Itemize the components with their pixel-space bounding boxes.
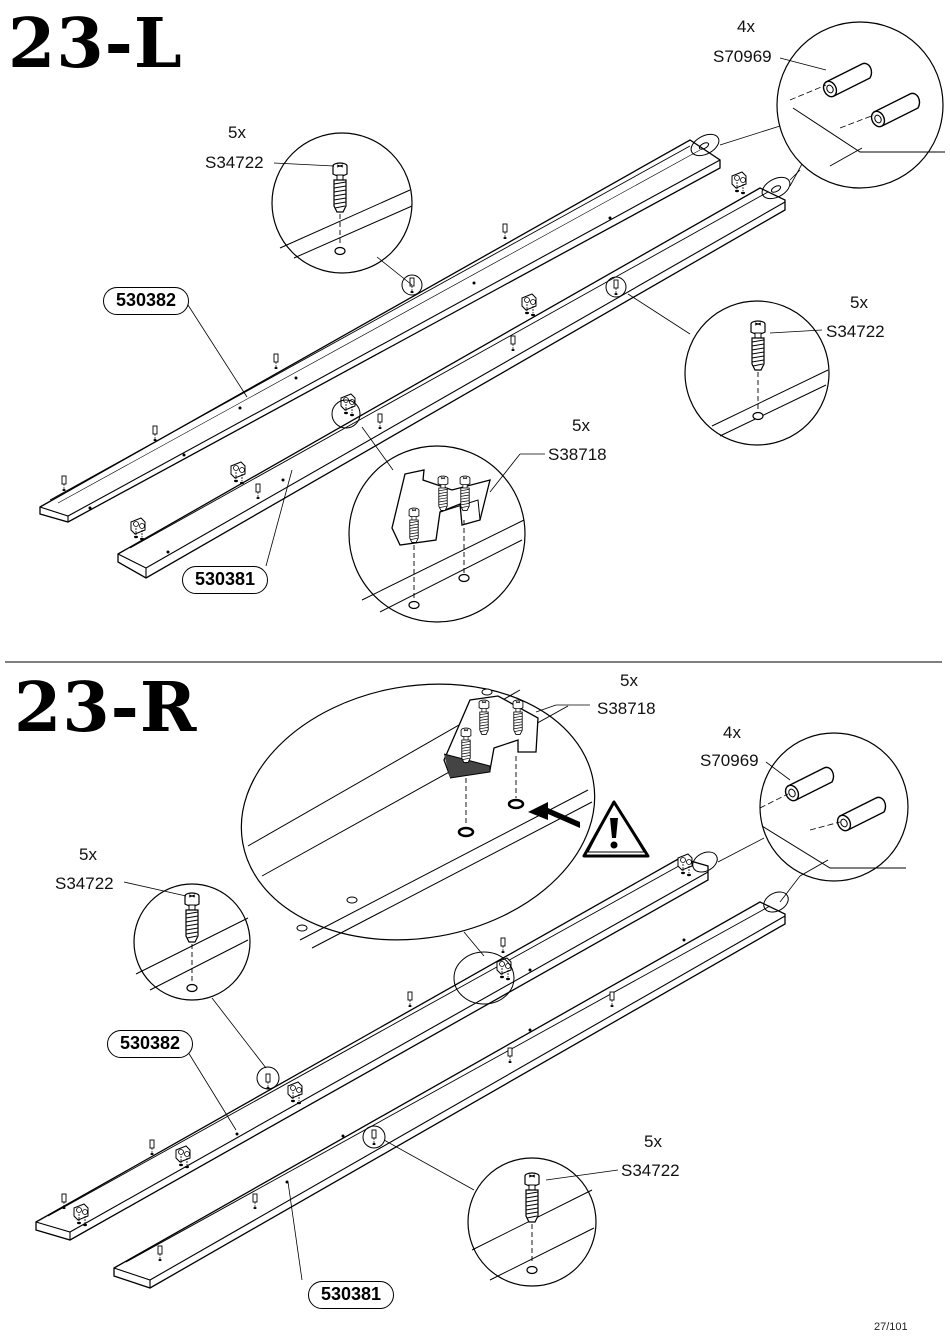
detail-cam-bolt-23L-top — [271, 132, 413, 286]
callout-code-cam-bolt-23L-top: S34722 — [205, 153, 264, 172]
part-badge-530382-23R: 530382 — [107, 1030, 194, 1058]
detail-cam-bolt-23R-right — [383, 1139, 619, 1287]
board-530382-23L — [39, 139, 721, 523]
callout-qty-cam-bolt-23R-left: 5x — [79, 845, 97, 864]
step-title-23-R: 23-R — [14, 668, 198, 748]
callout-qty-bracket-23L: 5x — [572, 416, 590, 435]
callout-qty-cam-bolt-23L-right: 5x — [850, 293, 868, 312]
callout-code-dowel-23L: S70969 — [713, 47, 772, 66]
page-number: 27/101 — [874, 1321, 908, 1333]
callout-qty-dowel-23R: 4x — [723, 723, 741, 742]
detail-dowel-23L — [719, 21, 945, 189]
callout-qty-cam-bolt-23L-top: 5x — [228, 123, 246, 142]
part-badge-530381-23R: 530381 — [308, 1281, 395, 1309]
board-530381-23R — [113, 901, 786, 1289]
callout-code-bracket-23R: S38718 — [597, 699, 656, 718]
warning-triangle-icon — [582, 800, 650, 858]
leader-530381-23L — [265, 469, 293, 567]
callout-qty-dowel-23L: 4x — [737, 17, 755, 36]
part-badge-530382-23L: 530382 — [103, 287, 190, 315]
callout-code-cam-bolt-23L-right: S34722 — [826, 322, 885, 341]
detail-bracket-23L — [348, 426, 545, 623]
part-badge-530381-23L: 530381 — [182, 566, 269, 594]
diagram-23-L — [39, 21, 945, 623]
callout-code-dowel-23R: S70969 — [700, 751, 759, 770]
detail-dowel-23R — [717, 732, 909, 903]
callout-qty-cam-bolt-23R-right: 5x — [644, 1132, 662, 1151]
callout-code-cam-bolt-23R-right: S34722 — [621, 1161, 680, 1180]
detail-cam-bolt-23L-right — [627, 293, 830, 446]
callout-code-bracket-23L: S38718 — [548, 445, 607, 464]
diagram-23-R — [35, 683, 909, 1289]
leader-530382-23L — [187, 304, 248, 398]
callout-code-cam-bolt-23R-left: S34722 — [55, 874, 114, 893]
step-title-23-L: 23-L — [8, 4, 183, 84]
detail-cam-bolt-23R-left — [123, 881, 267, 1069]
callout-qty-bracket-23R: 5x — [620, 671, 638, 690]
detail-zoom-23R — [240, 683, 596, 957]
